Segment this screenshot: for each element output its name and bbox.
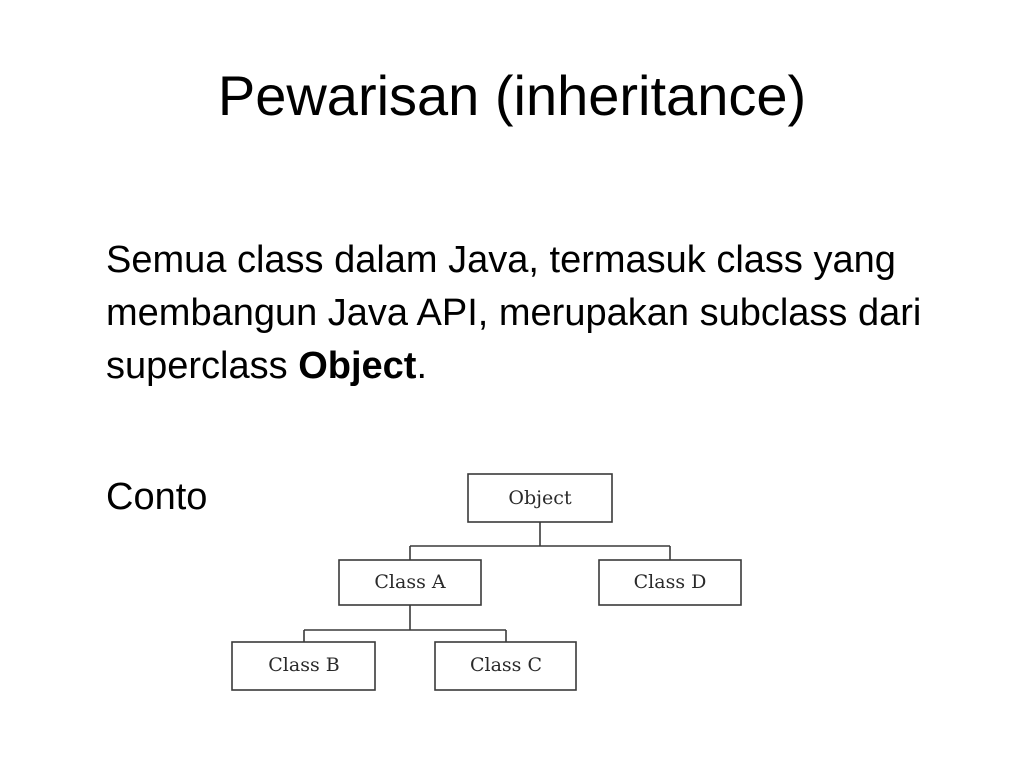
node-class-a-label: Class A [374, 571, 445, 593]
node-class-b-label: Class B [268, 654, 339, 676]
node-class-c-label: Class C [470, 654, 542, 676]
class-hierarchy-svg: Object Class A Class D Class B Class C [231, 473, 742, 691]
slide-title: Pewarisan (inheritance) [217, 64, 807, 127]
node-class-d-label: Class D [634, 571, 707, 593]
node-class-b: Class B [231, 641, 376, 691]
class-hierarchy-diagram: Object Class A Class D Class B Class C [222, 458, 754, 706]
example-label: Conto [106, 476, 208, 518]
node-class-c: Class C [434, 641, 577, 691]
node-class-a: Class A [338, 559, 482, 606]
body-paragraph: Semua class dalam Java, termasuk class y… [106, 234, 966, 393]
paragraph-text: Semua class dalam Java, termasuk class y… [106, 239, 922, 387]
node-class-d: Class D [598, 559, 742, 606]
paragraph-emphasis-object: Object [298, 345, 417, 387]
node-object-label: Object [508, 487, 572, 509]
node-object: Object [467, 473, 613, 523]
paragraph-end: . [416, 345, 428, 387]
